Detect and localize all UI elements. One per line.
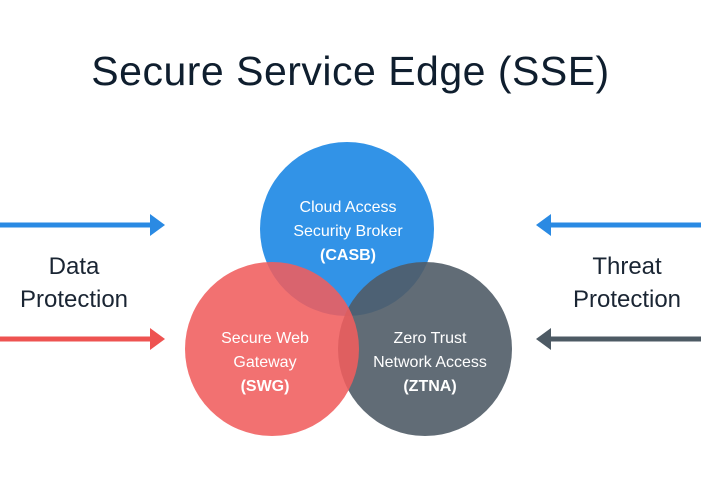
arrow-left-top [0, 214, 165, 236]
arrow-right-top [536, 214, 701, 236]
threat-protection-label: Threat Protection [561, 250, 693, 316]
ztna-circle [338, 262, 512, 436]
casb-abbr: (CASB) [320, 247, 376, 264]
casb-line1: Cloud Access [299, 199, 397, 216]
data-protection-line1: Data [48, 253, 100, 280]
arrow-left-bottom [0, 328, 165, 350]
threat-protection-line2: Protection [572, 286, 682, 313]
data-protection-label: Data Protection [8, 250, 140, 316]
arrow-right-bottom [536, 328, 701, 350]
data-protection-line2: Protection [19, 286, 129, 313]
ztna-line1: Zero Trust [393, 330, 467, 347]
casb-line2: Security Broker [293, 223, 403, 240]
swg-line1: Secure Web [221, 330, 309, 347]
page-title: Secure Service Edge (SSE) [91, 48, 610, 94]
swg-label: Secure Web Gateway (SWG) [180, 327, 350, 399]
casb-label: Cloud Access Security Broker (CASB) [263, 196, 433, 268]
ztna-abbr: (ZTNA) [403, 378, 457, 395]
ztna-label: Zero Trust Network Access (ZTNA) [345, 327, 515, 399]
swg-abbr: (SWG) [240, 378, 290, 395]
threat-protection-line1: Threat [592, 253, 662, 280]
swg-line2: Gateway [233, 354, 297, 371]
swg-circle [185, 262, 359, 436]
ztna-line2: Network Access [373, 354, 487, 371]
